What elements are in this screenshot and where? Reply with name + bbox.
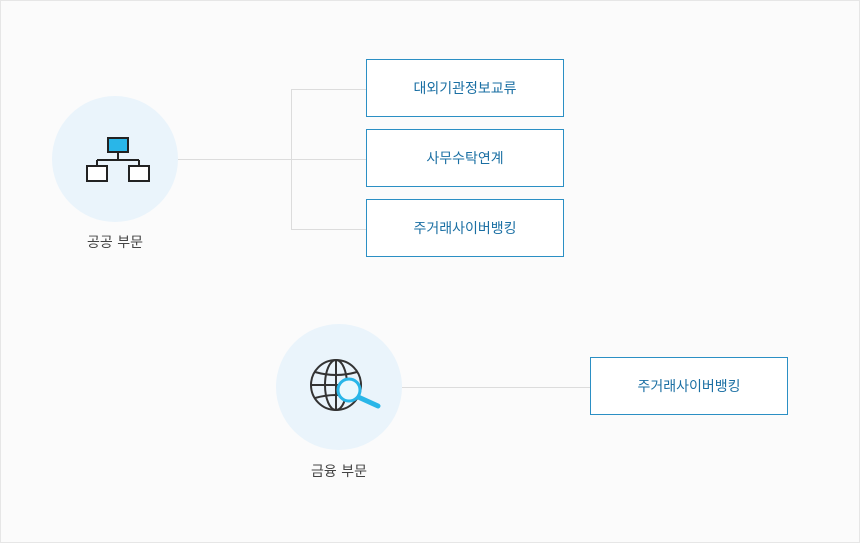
connector-line: [291, 89, 292, 230]
globe-search-icon: [310, 359, 381, 411]
public-sector-circle: [52, 96, 178, 222]
finance-sector-label: 금융 부문: [311, 464, 367, 480]
connector-line: [291, 89, 367, 90]
public-sector-label: 공공 부문: [87, 235, 143, 251]
public-item-box[interactable]: 사무수탁연계: [366, 129, 564, 187]
org-chart-icon: [86, 137, 150, 182]
finance-item-box[interactable]: 주거래사이버뱅킹: [590, 357, 788, 415]
public-item-box[interactable]: 대외기관정보교류: [366, 59, 564, 117]
finance-sector-circle: [276, 324, 402, 450]
connector-line: [402, 387, 591, 388]
connector-line: [291, 229, 367, 230]
public-item-box[interactable]: 주거래사이버뱅킹: [366, 199, 564, 257]
connector-line: [178, 159, 367, 160]
